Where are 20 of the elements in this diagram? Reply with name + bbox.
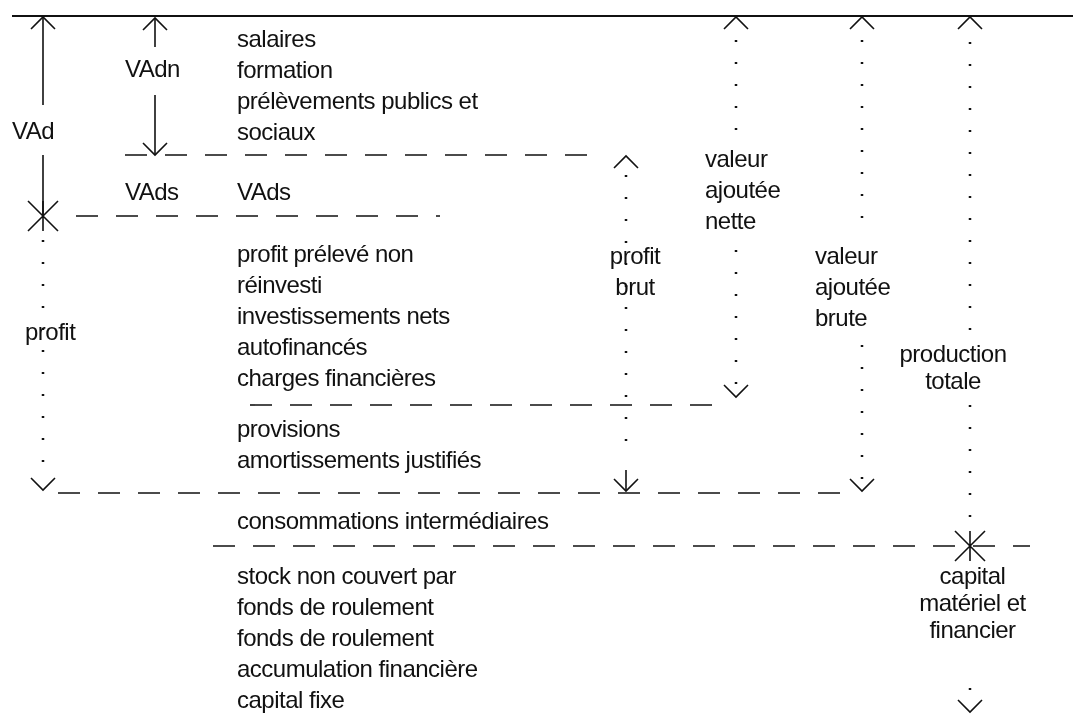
text-label: VAds: [237, 177, 291, 207]
text-label: consommations intermédiaires: [237, 506, 549, 536]
text-label: profit brut: [608, 241, 662, 302]
text-label: capital fixe: [237, 685, 345, 715]
text-label: VAd: [12, 116, 55, 146]
text-label: amortissements justifiés: [237, 445, 482, 475]
text-label: salaires: [237, 24, 316, 54]
text-label: formation: [237, 55, 333, 85]
text-label: provisions: [237, 414, 341, 444]
text-label: prélèvements publics et sociaux: [237, 86, 479, 147]
text-label: capital matériel et financier: [918, 562, 1027, 643]
text-label: VAds: [125, 177, 179, 207]
text-label: charges financières: [237, 363, 436, 393]
text-label: valeur ajoutée nette: [705, 144, 782, 236]
text-label: valeur ajoutée brute: [815, 241, 892, 333]
text-label: accumulation financière: [237, 654, 478, 684]
text-label: production totale: [898, 340, 1008, 394]
text-label: VAdn: [125, 54, 180, 84]
text-label: profit: [25, 317, 76, 347]
text-label: fonds de roulement: [237, 623, 434, 653]
